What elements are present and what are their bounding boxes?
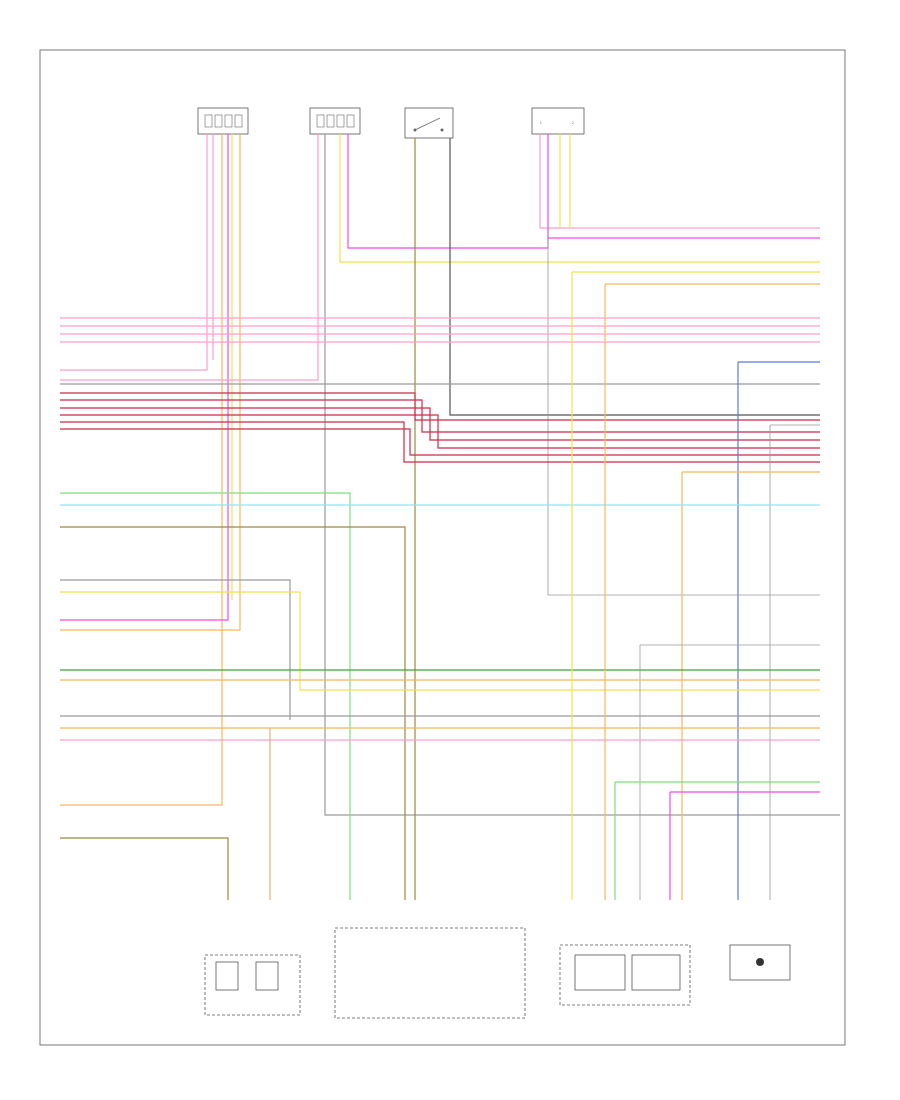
transmission-block bbox=[204, 954, 301, 1016]
top-switch-3 bbox=[404, 107, 454, 139]
sensor-block bbox=[729, 944, 791, 981]
svg-text:1: 1 bbox=[540, 121, 542, 125]
diagram-frame bbox=[39, 49, 846, 1046]
throttle-body bbox=[559, 944, 691, 1006]
top-connector-2 bbox=[309, 107, 361, 135]
top-connector-1 bbox=[197, 107, 249, 135]
engine-control-module-connector bbox=[334, 927, 526, 1019]
wires bbox=[60, 134, 840, 900]
top-connector-4: 1 2 bbox=[531, 107, 585, 135]
svg-text:2: 2 bbox=[572, 121, 574, 125]
